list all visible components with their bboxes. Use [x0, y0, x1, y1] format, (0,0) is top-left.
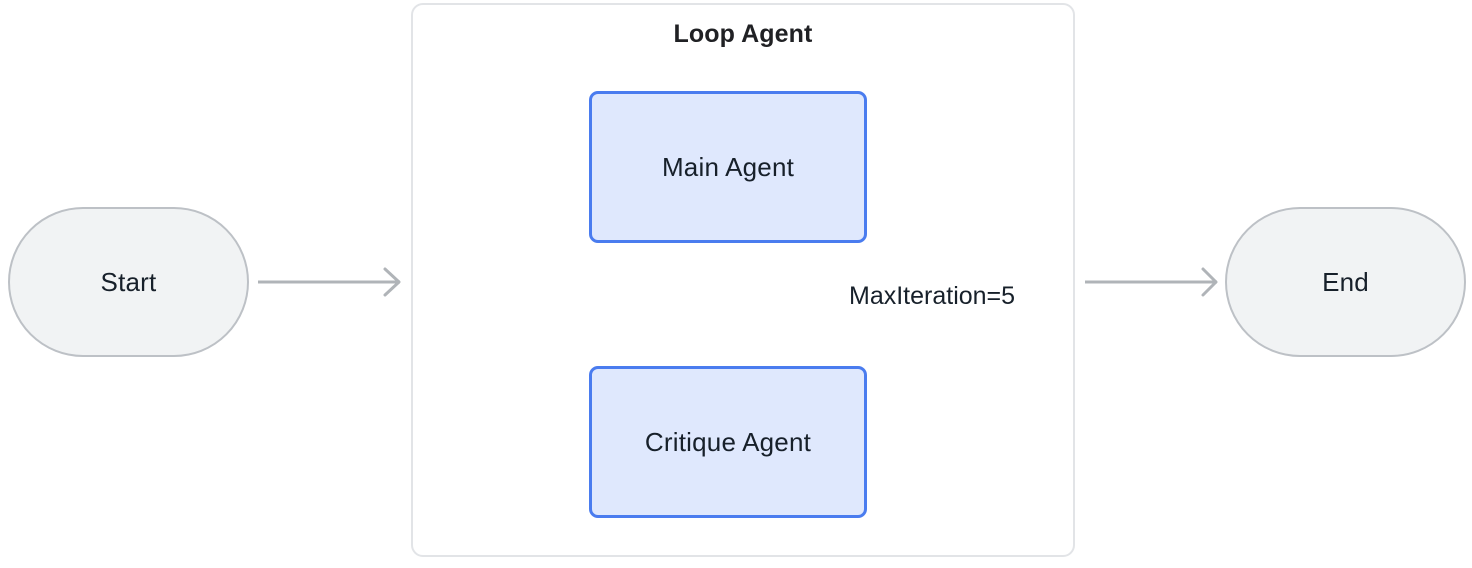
node-start-label: Start — [100, 267, 157, 297]
node-start[interactable]: Start — [8, 207, 249, 357]
node-main-agent-label: Main Agent — [661, 152, 795, 182]
group-loop-agent-title: Loop Agent — [673, 20, 813, 48]
node-critique-agent-label: Critique Agent — [644, 427, 812, 457]
node-end[interactable]: End — [1225, 207, 1466, 357]
arrowhead-icon — [1201, 267, 1218, 297]
node-critique-agent[interactable]: Critique Agent — [589, 366, 867, 518]
edge-loop-to-end — [1085, 267, 1218, 297]
edge-start-to-loop — [258, 267, 401, 297]
node-main-agent[interactable]: Main Agent — [589, 91, 867, 243]
edge-label-max-iteration: MaxIteration=5 — [846, 282, 1019, 311]
arrowhead-icon — [383, 267, 401, 297]
node-end-label: End — [1322, 267, 1369, 297]
